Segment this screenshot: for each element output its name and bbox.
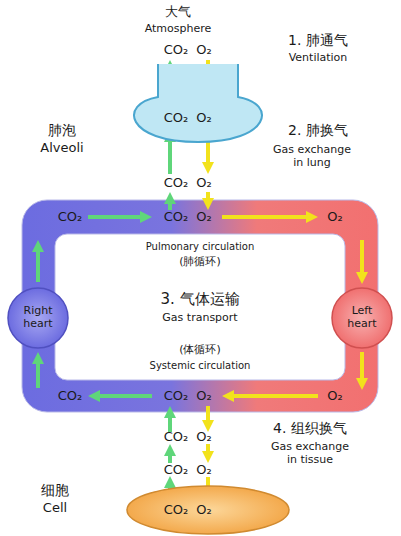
text-label: CO₂ [164, 43, 189, 58]
alveoli-shape: CO₂ O₂ [118, 62, 278, 144]
o2-arrow [360, 352, 364, 378]
text-label: CO₂ [58, 210, 83, 225]
text-label: CO₂ [164, 176, 189, 191]
text-label: Left heart [337, 305, 387, 330]
text-label: O₂ [196, 176, 211, 191]
text-label: 3. 气体运输 [160, 291, 239, 308]
co2-arrow [36, 364, 40, 388]
co2-arrow [36, 252, 40, 282]
o2-arrow [206, 444, 210, 451]
text-label: O₂ [196, 503, 211, 518]
co2-arrow [88, 215, 140, 219]
co2-arrow [100, 394, 152, 398]
text-label: 大气 [165, 5, 191, 20]
text-label: O₂ [327, 389, 342, 404]
text-label: Cell [43, 501, 67, 516]
text-label: Ventilation [289, 52, 348, 65]
text-label: O₂ [196, 463, 211, 478]
text-label: (体循环) [179, 344, 221, 357]
text-label: CO₂ [164, 463, 189, 478]
cell-ellipse-outline [127, 486, 289, 534]
alveoli-outline [134, 64, 262, 142]
text-label: CO₂ [164, 111, 189, 126]
circulation-band [22, 200, 378, 412]
text-label: O₂ [196, 43, 211, 58]
text-label: O₂ [196, 430, 211, 445]
text-label: CO₂ [164, 430, 189, 445]
o2-arrow [206, 406, 210, 420]
text-label: Right heart [13, 305, 63, 330]
text-label: Gas exchange in lung [267, 144, 357, 169]
text-label: Systemic circulation [150, 360, 251, 372]
cell-ellipse: CO₂ O₂ [126, 485, 290, 535]
text-label: CO₂ [164, 210, 189, 225]
text-label: Gas exchange in tissue [265, 441, 355, 466]
text-label: Alveoli [40, 141, 83, 156]
text-label: CO₂ [164, 503, 189, 518]
text-label: (肺循环) [179, 256, 221, 269]
heart-circle-outline [332, 288, 392, 348]
text-label: O₂ [327, 210, 342, 225]
o2-arrow [360, 240, 364, 272]
text-label: 1. 肺通气 [288, 32, 348, 48]
text-label: Pulmonary circulation [146, 241, 255, 253]
text-label: O₂ [196, 210, 211, 225]
text-label: CO₂ [164, 389, 189, 404]
text-label: Gas transport [162, 312, 237, 325]
text-label: 肺泡 [48, 122, 76, 138]
text-label: 4. 组织换气 [273, 420, 347, 436]
heart-circle: Left heart [331, 287, 393, 349]
o2-arrow [222, 215, 306, 219]
text-label: CO₂ [58, 389, 83, 404]
node-outline [118, 62, 278, 144]
o2-arrow [234, 394, 318, 398]
alveoli-fill [134, 64, 262, 142]
co2-arrow [168, 142, 172, 174]
o2-arrow [206, 192, 210, 198]
text-label: Atmosphere [145, 23, 212, 36]
text-label: 细胞 [41, 482, 69, 498]
text-label: O₂ [196, 111, 211, 126]
heart-circle-outline [8, 288, 68, 348]
text-label: O₂ [196, 389, 211, 404]
text-label: 2. 肺换气 [288, 122, 348, 138]
heart-circle: Right heart [7, 287, 69, 349]
